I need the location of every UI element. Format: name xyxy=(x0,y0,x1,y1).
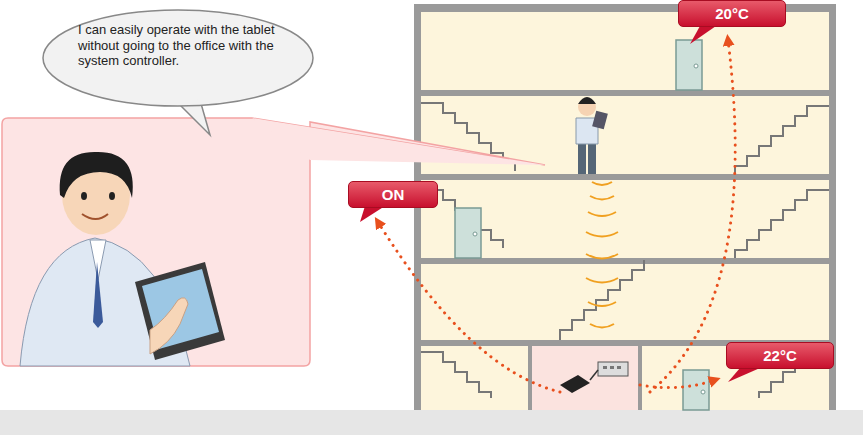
signal-arrows xyxy=(378,40,735,392)
speech-bubble xyxy=(43,10,313,135)
temperature-callout: 22°C xyxy=(726,342,834,369)
status-callout: ON xyxy=(348,181,438,208)
zoom-panel xyxy=(2,118,545,366)
building xyxy=(414,4,836,410)
callout-label: 22°C xyxy=(763,347,797,364)
callout-label: 20°C xyxy=(715,5,749,22)
callout-label: ON xyxy=(382,186,405,203)
person-small xyxy=(576,97,608,174)
ground-band xyxy=(0,410,863,435)
temperature-callout: 20°C xyxy=(678,0,786,27)
speech-text: I can easily operate with the tablet wit… xyxy=(78,22,278,69)
radio-waves xyxy=(586,182,618,328)
speech-bubble-text: I can easily operate with the tablet wit… xyxy=(78,22,278,69)
